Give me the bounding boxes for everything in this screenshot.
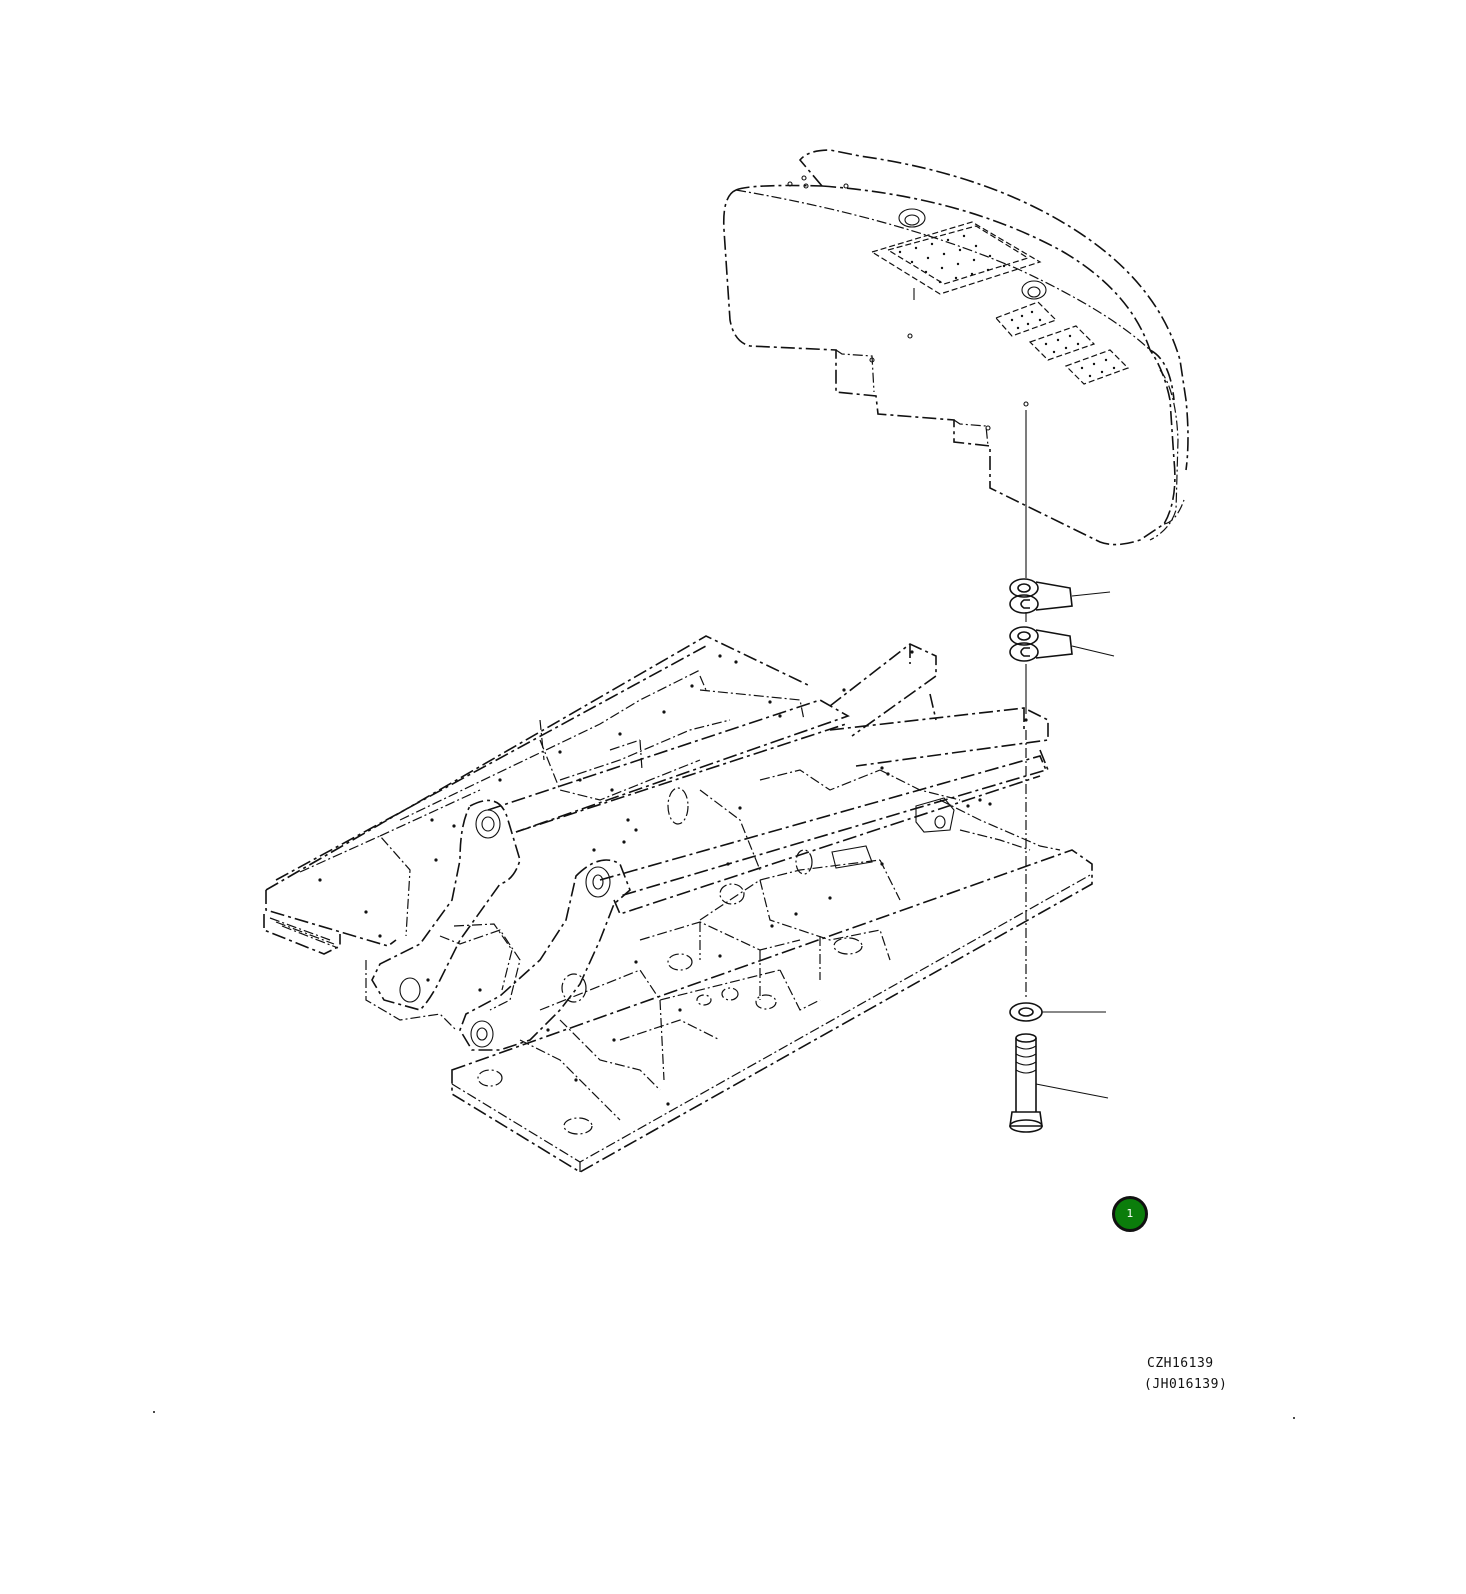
revolving-frame: [263, 635, 1093, 1173]
reference-code-alt: (JH016139): [1144, 1377, 1228, 1392]
reference-code: CZH16139: [1147, 1356, 1214, 1371]
washer: [1009, 1002, 1106, 1022]
callout-badge-1[interactable]: 1: [1112, 1196, 1148, 1232]
shim-upper: [1009, 578, 1111, 614]
shim-lower: [1009, 626, 1115, 662]
counterweight: [722, 149, 1189, 546]
bolt: [1009, 1033, 1109, 1133]
